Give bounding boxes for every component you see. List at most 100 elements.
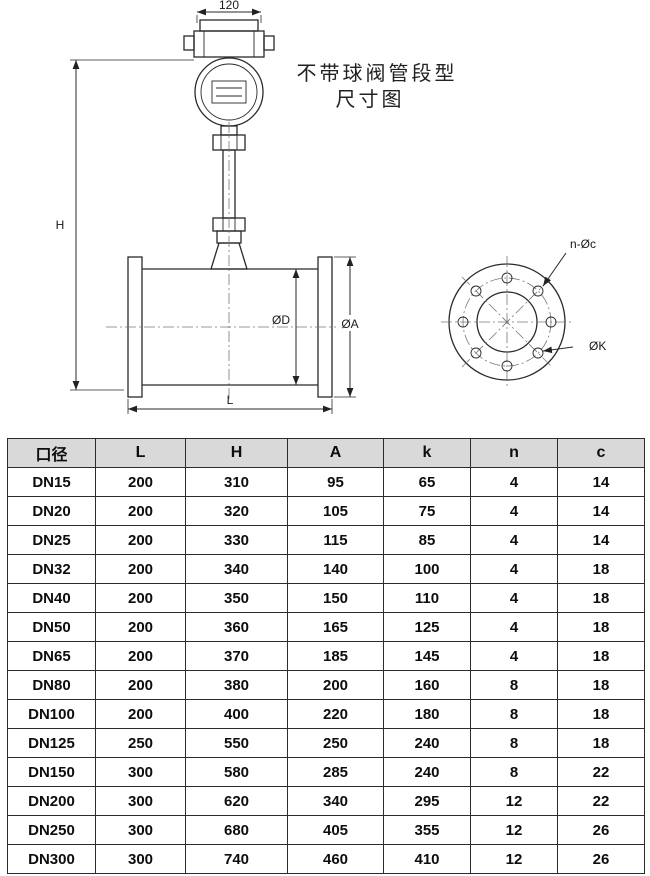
cell-value: 150 xyxy=(287,583,384,613)
header-L: L xyxy=(95,438,186,468)
cell-value: 250 xyxy=(95,728,186,758)
cell-value: 200 xyxy=(95,641,186,671)
cell-value: 300 xyxy=(95,757,186,787)
cell-value: 26 xyxy=(557,815,645,845)
cell-value: 26 xyxy=(557,844,645,874)
dimension-inner-diameter: ØD xyxy=(272,269,300,385)
cell-value: 12 xyxy=(470,786,558,816)
cell-diameter: DN40 xyxy=(7,583,96,613)
cell-value: 4 xyxy=(470,583,558,613)
cell-value: 110 xyxy=(383,583,471,613)
cell-value: 4 xyxy=(470,612,558,642)
cell-value: 160 xyxy=(383,670,471,700)
cell-diameter: DN50 xyxy=(7,612,96,642)
cell-value: 620 xyxy=(185,786,288,816)
cell-value: 4 xyxy=(470,641,558,671)
dimension-height: H xyxy=(56,59,194,391)
cell-diameter: DN20 xyxy=(7,496,96,526)
dimension-top-width: 120 xyxy=(196,0,262,23)
cell-value: 340 xyxy=(185,554,288,584)
cell-value: 14 xyxy=(557,496,645,526)
cell-value: 145 xyxy=(383,641,471,671)
cell-value: 200 xyxy=(95,496,186,526)
cell-value: 85 xyxy=(383,525,471,555)
cell-value: 18 xyxy=(557,554,645,584)
cell-value: 285 xyxy=(287,757,384,787)
cell-value: 125 xyxy=(383,612,471,642)
dim-label-outer-diameter: ØA xyxy=(341,317,358,331)
cell-value: 250 xyxy=(287,728,384,758)
cell-value: 580 xyxy=(185,757,288,787)
cell-diameter: DN125 xyxy=(7,728,96,758)
cell-value: 22 xyxy=(557,786,645,816)
header-diameter: 口径 xyxy=(7,438,96,468)
header-H: H xyxy=(185,438,288,468)
cell-value: 200 xyxy=(95,612,186,642)
cell-value: 300 xyxy=(95,844,186,874)
cell-value: 14 xyxy=(557,467,645,497)
header-A: A xyxy=(287,438,384,468)
cell-value: 410 xyxy=(383,844,471,874)
cell-value: 75 xyxy=(383,496,471,526)
dimension-length: L xyxy=(127,393,333,414)
cell-value: 240 xyxy=(383,757,471,787)
drawing-title-line1: 不带球阀管段型 xyxy=(297,62,458,85)
cell-value: 340 xyxy=(287,786,384,816)
cell-value: 320 xyxy=(185,496,288,526)
cell-diameter: DN200 xyxy=(7,786,96,816)
header-k: k xyxy=(383,438,471,468)
cell-value: 200 xyxy=(95,583,186,613)
cell-value: 355 xyxy=(383,815,471,845)
dim-label-height: H xyxy=(56,218,65,232)
bolt-holes xyxy=(457,272,557,372)
cell-value: 200 xyxy=(95,670,186,700)
cell-value: 300 xyxy=(95,815,186,845)
cell-value: 140 xyxy=(287,554,384,584)
cell-value: 300 xyxy=(95,786,186,816)
cell-value: 18 xyxy=(557,728,645,758)
cell-diameter: DN250 xyxy=(7,815,96,845)
cell-value: 680 xyxy=(185,815,288,845)
cell-value: 200 xyxy=(95,699,186,729)
cell-value: 220 xyxy=(287,699,384,729)
cell-value: 95 xyxy=(287,467,384,497)
cell-value: 115 xyxy=(287,525,384,555)
cell-value: 22 xyxy=(557,757,645,787)
cell-value: 360 xyxy=(185,612,288,642)
cell-value: 200 xyxy=(287,670,384,700)
cell-value: 4 xyxy=(470,467,558,497)
header-n: n xyxy=(470,438,558,468)
cell-value: 740 xyxy=(185,844,288,874)
cell-diameter: DN32 xyxy=(7,554,96,584)
transmitter-head xyxy=(183,19,275,58)
drawing-area: 120 xyxy=(0,0,650,437)
cell-diameter: DN100 xyxy=(7,699,96,729)
dim-label-inner-diameter: ØD xyxy=(272,313,290,327)
cell-value: 18 xyxy=(557,612,645,642)
cell-value: 8 xyxy=(470,757,558,787)
header-c: c xyxy=(557,438,645,468)
dim-label-length: L xyxy=(227,393,234,407)
cell-value: 8 xyxy=(470,699,558,729)
cell-value: 180 xyxy=(383,699,471,729)
cell-diameter: DN65 xyxy=(7,641,96,671)
cell-value: 4 xyxy=(470,496,558,526)
cell-value: 200 xyxy=(95,525,186,555)
cell-value: 200 xyxy=(95,554,186,584)
cell-value: 8 xyxy=(470,728,558,758)
cell-value: 460 xyxy=(287,844,384,874)
cell-value: 14 xyxy=(557,525,645,555)
cell-value: 200 xyxy=(95,467,186,497)
dim-label-bolt-holes: n-Øc xyxy=(570,237,596,251)
cell-value: 8 xyxy=(470,670,558,700)
